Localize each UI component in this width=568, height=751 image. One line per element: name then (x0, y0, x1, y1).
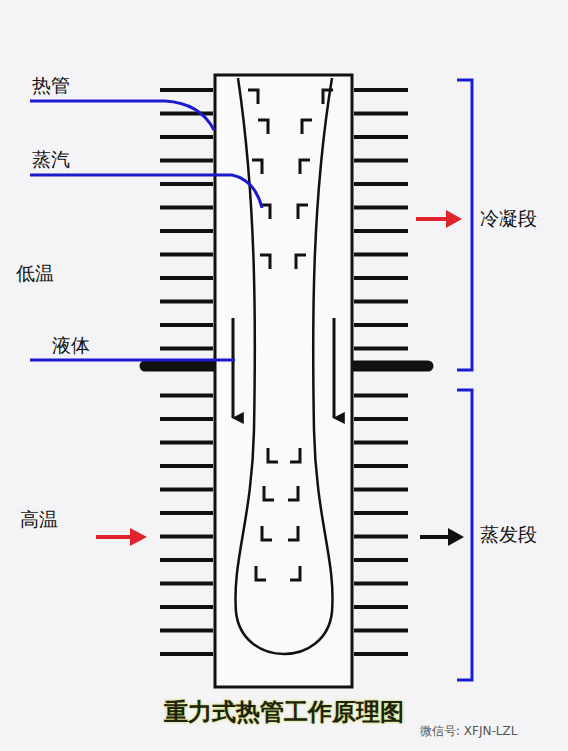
fin (354, 159, 408, 163)
fin (160, 535, 213, 539)
fin (160, 135, 213, 139)
vapor-arrow (252, 160, 262, 174)
fin (354, 300, 408, 304)
vapor-flow-arrows (248, 90, 333, 580)
part-label: 蒸汽 (32, 148, 70, 171)
vapor-arrow (256, 566, 266, 580)
heat-pipe-body (215, 75, 352, 687)
section-label: 冷凝段 (480, 207, 537, 230)
part-label: 液体 (52, 334, 90, 357)
fin (160, 464, 213, 468)
watermark: 微信号: XFJN-LZL (418, 724, 519, 738)
fin (354, 229, 408, 233)
fin (160, 441, 213, 445)
vapor-arrow (300, 160, 310, 174)
liquid-flow-arrow (232, 318, 235, 418)
fin (160, 253, 213, 257)
fin (354, 488, 408, 492)
fin (160, 394, 213, 398)
fin (160, 347, 213, 351)
fin (160, 323, 213, 327)
part-label: 热管 (32, 74, 70, 97)
flange (145, 361, 215, 372)
vapor-arrow (290, 448, 300, 462)
fin (354, 605, 408, 609)
fin (354, 558, 408, 562)
vapor-arrow (262, 526, 272, 540)
vapor-arrow (268, 448, 278, 462)
heat-out-arrow (416, 210, 462, 228)
fin (354, 135, 408, 139)
fin (354, 206, 408, 210)
fin (160, 511, 213, 515)
fin (354, 441, 408, 445)
section-bracket (457, 80, 472, 370)
vapor-arrow (248, 90, 258, 104)
fin (160, 300, 213, 304)
vapor-arrow (264, 486, 274, 500)
fin (354, 276, 408, 280)
leader-line (30, 359, 235, 362)
vapor-region (235, 78, 332, 654)
pointer-arrow (420, 528, 464, 546)
diagram-title: 重力式热管工作原理图 (164, 698, 404, 727)
fin (354, 182, 408, 186)
fin (354, 323, 408, 327)
fin (160, 229, 213, 233)
fin (160, 629, 213, 633)
fin (160, 558, 213, 562)
leader-line (30, 101, 214, 130)
vapor-arrow (288, 526, 298, 540)
vapor-arrow (288, 486, 298, 500)
fin (354, 535, 408, 539)
region-label: 高温 (20, 508, 58, 531)
region-label: 低温 (16, 262, 54, 285)
fin (160, 206, 213, 210)
vapor-arrow (302, 120, 312, 134)
fin (354, 417, 408, 421)
fin (354, 629, 408, 633)
fin (354, 511, 408, 515)
heat-in-arrow (96, 528, 147, 546)
vapor-arrow (296, 255, 306, 269)
fin (354, 394, 408, 398)
fin (160, 417, 213, 421)
fin (160, 276, 213, 280)
fin (354, 652, 408, 656)
vapor-arrow (258, 120, 268, 134)
fin (160, 488, 213, 492)
fin (354, 88, 408, 92)
vapor-arrow (260, 255, 270, 269)
fin (160, 88, 213, 92)
fin (160, 605, 213, 609)
fin (354, 464, 408, 468)
fin (160, 652, 213, 656)
fin (354, 582, 408, 586)
fin (160, 582, 213, 586)
fin (354, 112, 408, 116)
liquid-flow-arrow (333, 318, 336, 418)
fin (354, 347, 408, 351)
flange (352, 361, 428, 372)
fin (160, 112, 213, 116)
section-label: 蒸发段 (480, 523, 537, 546)
fin (354, 253, 408, 257)
vapor-arrow (323, 90, 333, 104)
vapor-arrow (290, 566, 300, 580)
vapor-arrow (298, 205, 308, 219)
fin (160, 182, 213, 186)
fin (160, 159, 213, 163)
leader-line (30, 175, 262, 208)
